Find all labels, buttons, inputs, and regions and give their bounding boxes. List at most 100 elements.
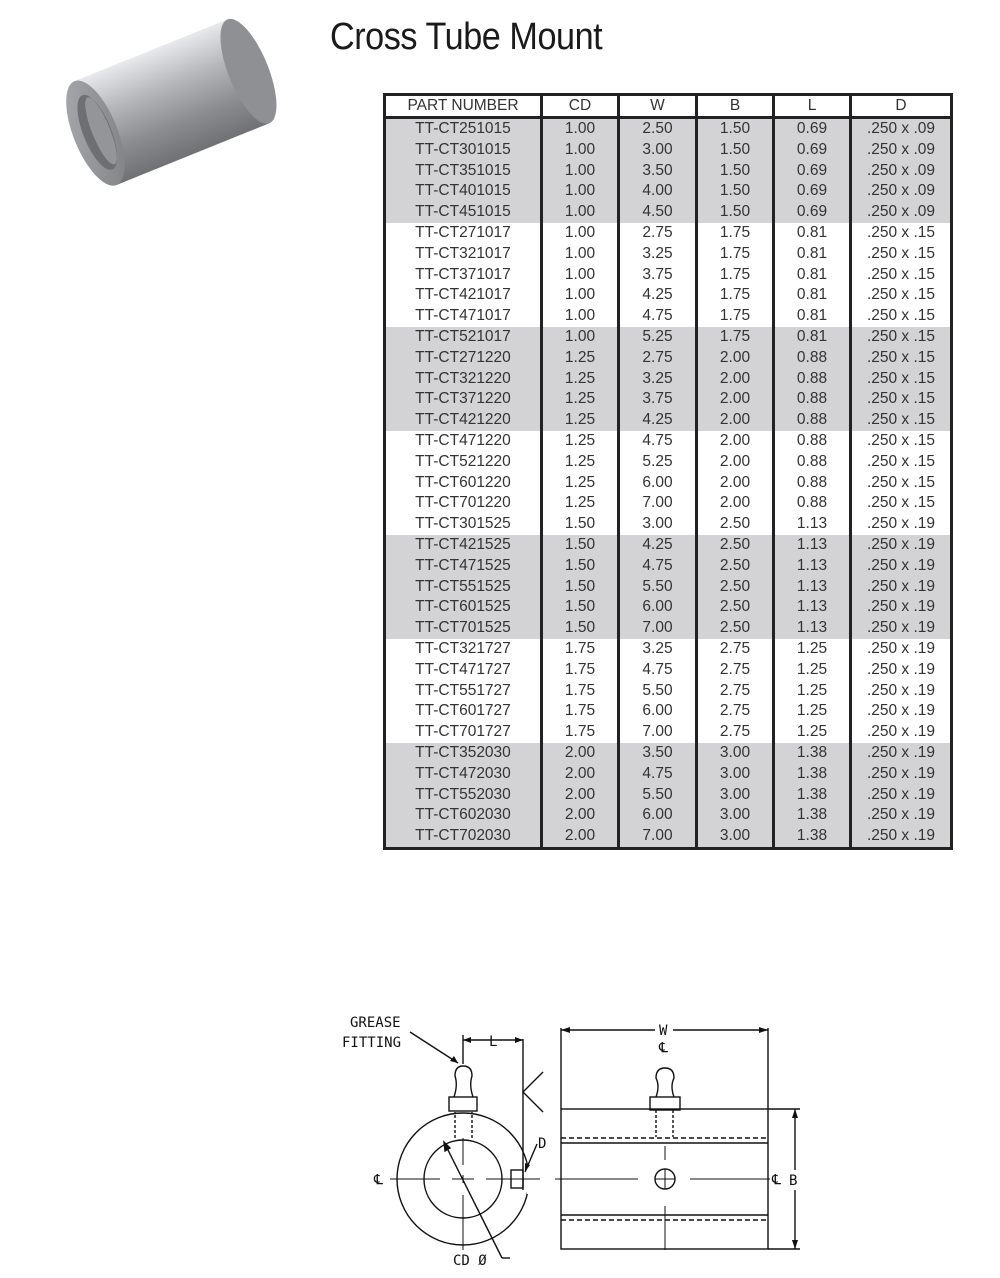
- table-cell: 2.00: [695, 347, 775, 369]
- table-cell: .250 x .15: [849, 326, 953, 348]
- table-cell: 1.50: [540, 597, 620, 619]
- table-cell: 1.25: [540, 451, 620, 473]
- centerline-mark: ℄: [771, 1172, 781, 1188]
- table-cell: 0.88: [772, 451, 852, 473]
- table-cell: .250 x .19: [849, 514, 953, 535]
- column-header: D: [849, 94, 953, 119]
- table-cell: 1.50: [695, 117, 775, 140]
- table-cell: 2.00: [695, 472, 775, 494]
- table-cell: 1.25: [540, 368, 620, 390]
- table-cell: 4.25: [617, 410, 698, 431]
- table-cell: TT-CT602030: [383, 805, 543, 827]
- table-cell: TT-CT371017: [383, 264, 543, 286]
- table-cell: 2.00: [540, 784, 620, 806]
- centerline-mark: ℄: [373, 1172, 383, 1188]
- table-cell: 1.13: [772, 555, 852, 577]
- grease-label-1: GREASE: [350, 1015, 401, 1031]
- table-cell: TT-CT301525: [383, 514, 543, 535]
- table-cell: 3.50: [617, 742, 698, 764]
- table-cell: 7.00: [617, 618, 698, 639]
- table-cell: 4.75: [617, 306, 698, 327]
- table-cell: 4.25: [617, 285, 698, 307]
- table-cell: 1.75: [540, 659, 620, 681]
- table-cell: 1.00: [540, 202, 620, 223]
- table-cell: .250 x .19: [849, 618, 953, 639]
- table-cell: 1.38: [772, 826, 852, 849]
- table-cell: .250 x .15: [849, 410, 953, 431]
- table-cell: 4.75: [617, 555, 698, 577]
- table-cell: TT-CT551727: [383, 680, 543, 702]
- table-cell: 1.00: [540, 139, 620, 161]
- table-cell: 3.50: [617, 160, 698, 182]
- table-cell: 6.00: [617, 701, 698, 723]
- table-cell: 3.25: [617, 638, 698, 660]
- table-cell: 1.75: [695, 306, 775, 327]
- table-cell: 1.00: [540, 306, 620, 327]
- table-cell: TT-CT271017: [383, 222, 543, 244]
- table-cell: .250 x .19: [849, 826, 953, 849]
- table-cell: 1.13: [772, 597, 852, 619]
- table-cell: TT-CT301015: [383, 139, 543, 161]
- table-cell: .250 x .15: [849, 430, 953, 452]
- l-dimension-label: L: [489, 1034, 497, 1050]
- table-cell: TT-CT601220: [383, 472, 543, 494]
- table-cell: 1.00: [540, 285, 620, 307]
- table-cell: .250 x .19: [849, 680, 953, 702]
- table-cell: 0.81: [772, 222, 852, 244]
- table-cell: 2.50: [695, 514, 775, 535]
- table-cell: 2.00: [540, 805, 620, 827]
- table-cell: 1.50: [540, 534, 620, 556]
- table-cell: TT-CT451015: [383, 202, 543, 223]
- column-header: CD: [540, 94, 620, 119]
- table-cell: 1.75: [695, 264, 775, 286]
- table-cell: 2.75: [695, 680, 775, 702]
- table-cell: TT-CT701727: [383, 722, 543, 743]
- table-cell: 4.50: [617, 202, 698, 223]
- table-cell: 1.00: [540, 160, 620, 182]
- table-cell: 3.00: [695, 826, 775, 849]
- table-cell: 1.75: [540, 722, 620, 743]
- table-cell: .250 x .19: [849, 742, 953, 764]
- table-cell: TT-CT321017: [383, 243, 543, 265]
- table-cell: 1.25: [540, 410, 620, 431]
- table-cell: TT-CT421017: [383, 285, 543, 307]
- table-cell: 1.13: [772, 618, 852, 639]
- table-cell: 4.00: [617, 181, 698, 203]
- column-header: B: [695, 94, 775, 119]
- table-cell: 2.00: [540, 826, 620, 849]
- b-dimension-label: B: [789, 1173, 797, 1189]
- table-cell: .250 x .19: [849, 659, 953, 681]
- table-cell: 1.25: [772, 701, 852, 723]
- table-cell: 4.25: [617, 534, 698, 556]
- table-cell: 1.25: [540, 430, 620, 452]
- table-cell: 2.50: [695, 534, 775, 556]
- table-cell: .250 x .19: [849, 722, 953, 743]
- table-cell: TT-CT521017: [383, 326, 543, 348]
- table-cell: 1.75: [695, 326, 775, 348]
- grease-label-2: FITTING: [342, 1035, 401, 1051]
- table-cell: 1.25: [540, 472, 620, 494]
- table-cell: 5.25: [617, 326, 698, 348]
- table-cell: 2.00: [695, 430, 775, 452]
- table-cell: .250 x .15: [849, 243, 953, 265]
- table-cell: TT-CT352030: [383, 742, 543, 764]
- table-cell: 5.50: [617, 680, 698, 702]
- table-cell: TT-CT271220: [383, 347, 543, 369]
- table-cell: 1.25: [772, 638, 852, 660]
